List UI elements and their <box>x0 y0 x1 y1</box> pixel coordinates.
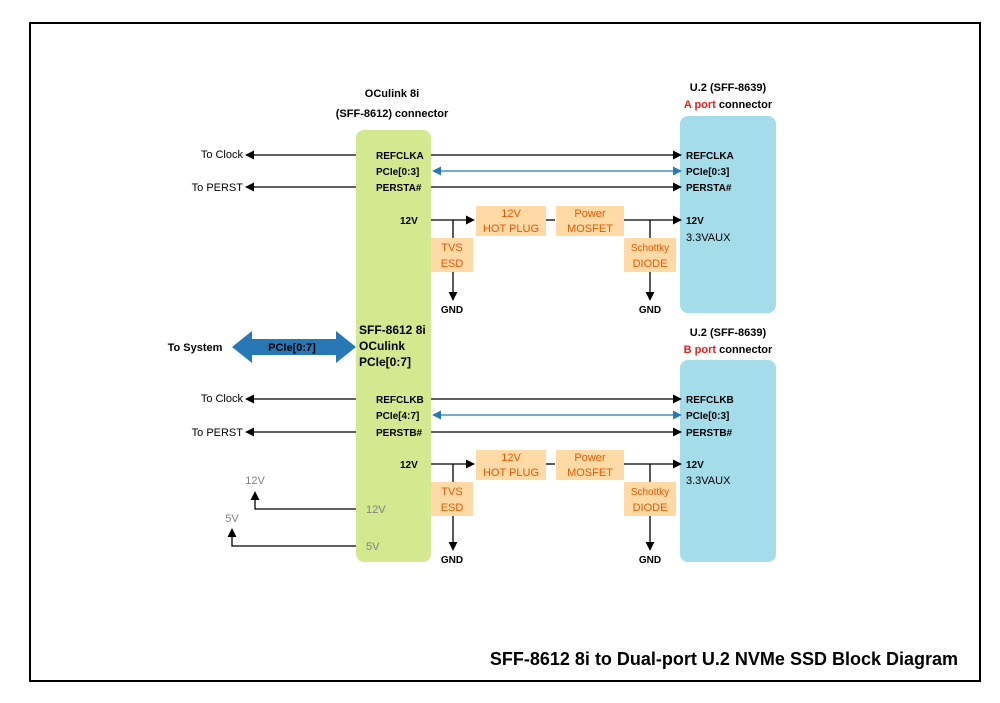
gnd-a-1: GND <box>441 305 463 316</box>
u2a-12v: 12V <box>686 216 704 227</box>
port-b-header-line2: B port connector <box>684 344 773 356</box>
hotplug-a-box <box>476 206 546 236</box>
hotplug-b-box <box>476 450 546 480</box>
mosfet-b-line2: MOSFET <box>567 467 613 479</box>
port-b-header-line1: U.2 (SFF-8639) <box>690 327 767 339</box>
tvs-a-line1: TVS <box>441 242 462 254</box>
to-perst-label-b: To PERST <box>192 427 244 439</box>
oculink-5v-pin: 5V <box>366 541 380 553</box>
u2b-pcie: PCIe[0:3] <box>686 411 729 422</box>
oculink-12v-pin: 12V <box>366 504 386 516</box>
system-pcie-label: PCIe[0:7] <box>268 342 316 354</box>
schottky-b-box <box>624 482 676 516</box>
u2b-3v3aux: 3.3VAUX <box>686 475 731 487</box>
schottky-b-line2: DIODE <box>633 502 668 514</box>
port-a-header-line2: A port connector <box>684 99 773 111</box>
mosfet-a-line1: Power <box>574 208 606 220</box>
ext-5v-label: 5V <box>225 513 239 525</box>
tvs-a-box <box>431 238 473 272</box>
oculink-pcie-a: PCIe[0:3] <box>376 167 419 178</box>
port-a-name: A port <box>684 99 716 111</box>
oculink-persta: PERSTA# <box>376 183 422 194</box>
u2a-pcie: PCIe[0:3] <box>686 167 729 178</box>
hotplug-a-line2: HOT PLUG <box>483 223 539 235</box>
tvs-a-line2: ESD <box>441 258 464 270</box>
u2-port-a-block <box>680 116 776 313</box>
u2b-perstb: PERSTB# <box>686 428 733 439</box>
oculink-12v-a: 12V <box>400 216 418 227</box>
port-a-connector-word: connector <box>719 99 773 111</box>
oculink-refclka: REFCLKA <box>376 151 424 162</box>
oculink-center-line1: SFF-8612 8i <box>359 323 426 337</box>
schottky-a-line1: Schottky <box>631 243 669 254</box>
oculink-refclkb: REFCLKB <box>376 395 424 406</box>
tvs-b-line2: ESD <box>441 502 464 514</box>
mosfet-a-box <box>556 206 624 236</box>
hotplug-a-line1: 12V <box>501 208 521 220</box>
oculink-header-line2: (SFF-8612) connector <box>336 108 449 120</box>
schottky-b-line1: Schottky <box>631 487 669 498</box>
u2-port-b-block <box>680 360 776 562</box>
to-system-label: To System <box>168 342 223 354</box>
ext-5v-arrow <box>227 528 356 547</box>
u2b-refclkb: REFCLKB <box>686 395 734 406</box>
gnd-a-2: GND <box>639 305 661 316</box>
mosfet-b-line1: Power <box>574 452 606 464</box>
system-pcie-double-arrow <box>232 331 356 363</box>
oculink-center-line2: OCulink <box>359 339 405 353</box>
diagram-title: SFF-8612 8i to Dual-port U.2 NVMe SSD Bl… <box>490 649 958 669</box>
to-perst-label-a: To PERST <box>192 182 244 194</box>
tvs-b-line1: TVS <box>441 486 462 498</box>
oculink-header-line1: OCulink 8i <box>365 88 419 100</box>
schottky-a-box <box>624 238 676 272</box>
to-clock-label-b: To Clock <box>201 393 244 405</box>
oculink-perstb: PERSTB# <box>376 428 423 439</box>
to-clock-label-a: To Clock <box>201 149 244 161</box>
u2a-3v3aux: 3.3VAUX <box>686 232 731 244</box>
port-b-connector-word: connector <box>719 344 773 356</box>
port-a-header-line1: U.2 (SFF-8639) <box>690 82 767 94</box>
oculink-pcie-b: PCIe[4:7] <box>376 411 419 422</box>
mosfet-b-box <box>556 450 624 480</box>
mosfet-a-line2: MOSFET <box>567 223 613 235</box>
port-b-name: B port <box>684 344 717 356</box>
schottky-a-line2: DIODE <box>633 258 668 270</box>
oculink-center-line3: PCIe[0:7] <box>359 355 411 369</box>
gnd-b-2: GND <box>639 555 661 566</box>
hotplug-b-line1: 12V <box>501 452 521 464</box>
tvs-b-box <box>431 482 473 516</box>
oculink-connector-block <box>356 130 431 562</box>
ext-12v-arrow <box>250 491 356 510</box>
gnd-b-1: GND <box>441 555 463 566</box>
hotplug-b-line2: HOT PLUG <box>483 467 539 479</box>
u2b-12v: 12V <box>686 460 704 471</box>
u2a-refclka: REFCLKA <box>686 151 734 162</box>
u2a-persta: PERSTA# <box>686 183 732 194</box>
diagram-frame <box>29 22 981 682</box>
ext-12v-label: 12V <box>245 475 265 487</box>
oculink-12v-b: 12V <box>400 460 418 471</box>
